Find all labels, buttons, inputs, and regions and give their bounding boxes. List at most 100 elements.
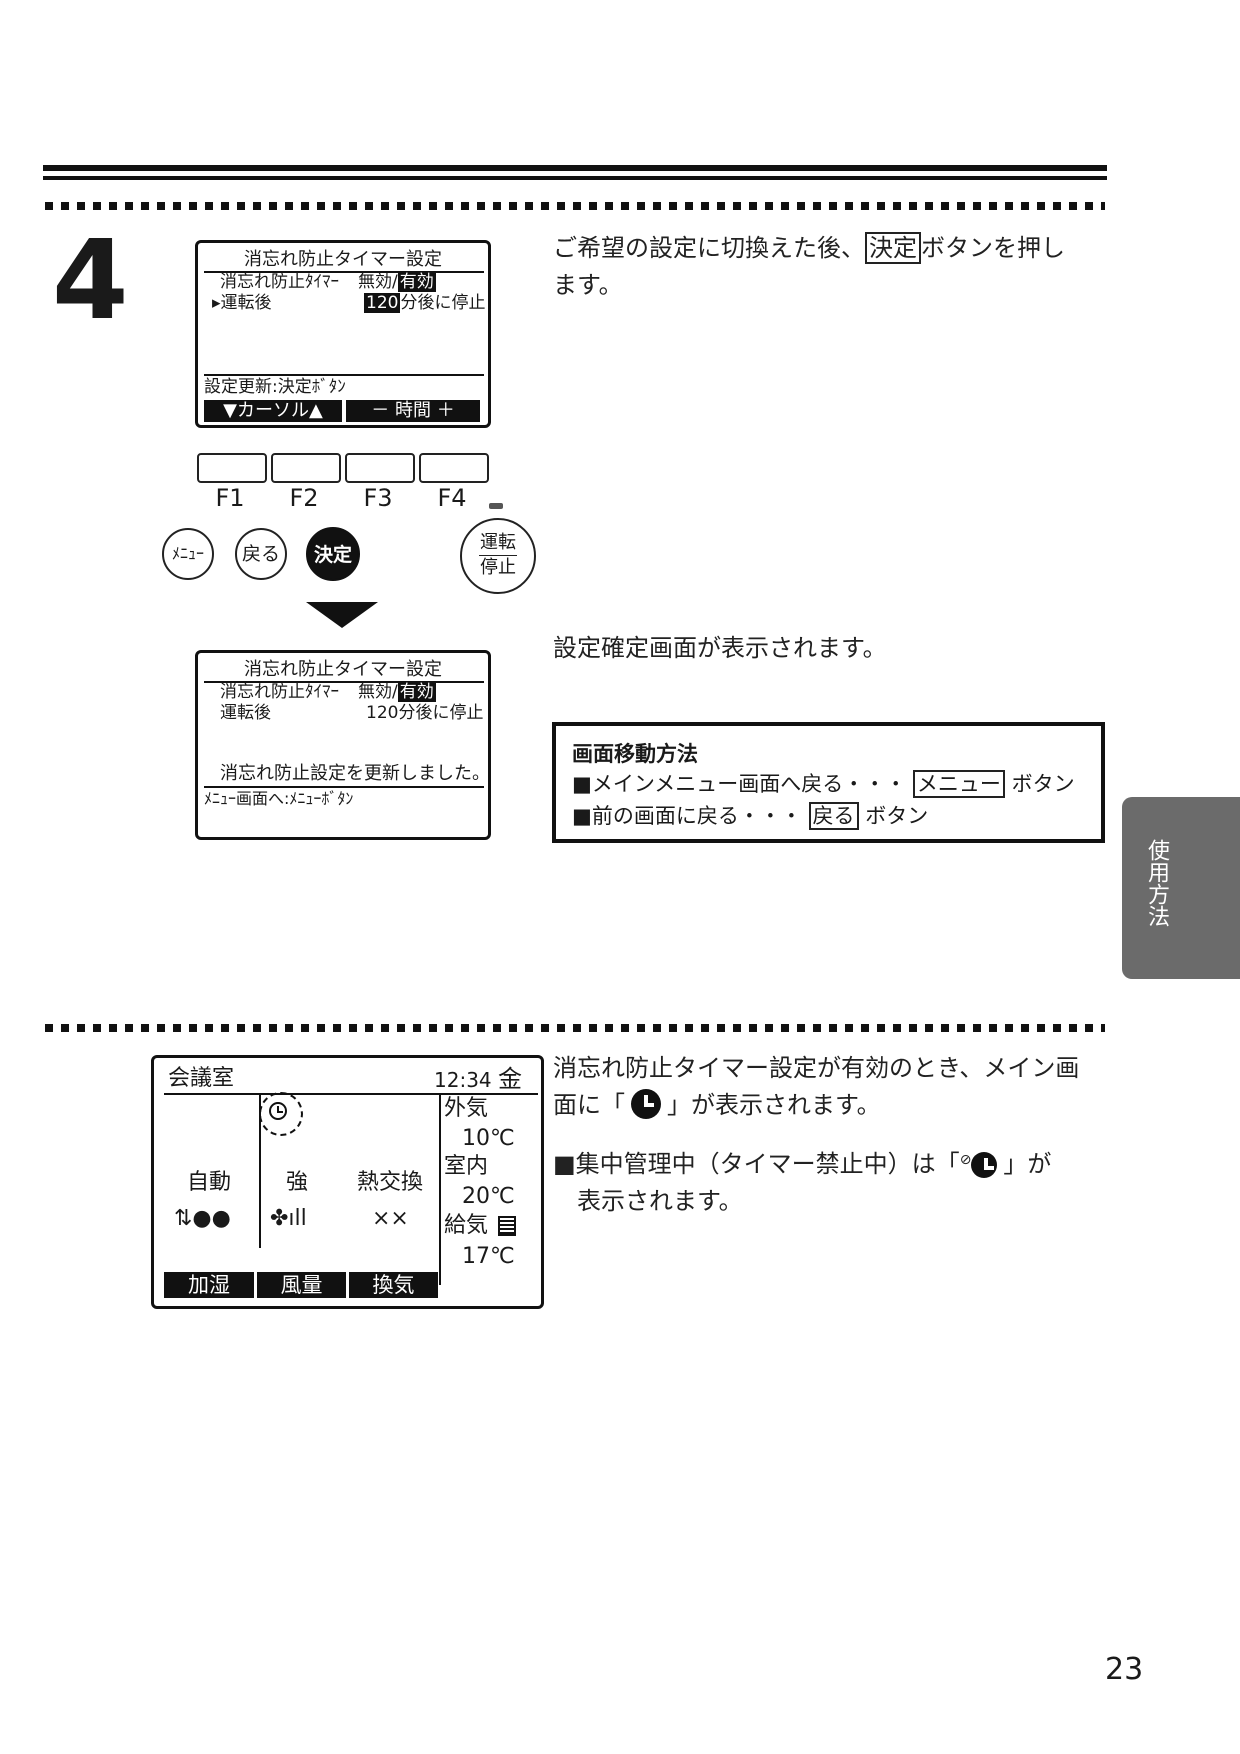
lcd-main-screen: 会議室 12:34 金 外気 10℃ 室内 20℃ 給気 17℃ 自動 強 熱交… [151, 1055, 544, 1309]
header-thin-rule [43, 176, 1107, 180]
inside-temp: 20℃ [462, 1184, 515, 1209]
f3-label: F3 [363, 484, 393, 512]
supply-filter-icon [498, 1216, 516, 1236]
timer-clock-icon [269, 1102, 287, 1120]
note-line3: ■集中管理中（タイマー禁止中）は「⊘ 」が [553, 1142, 1113, 1183]
timer-prohibited-icon: ⊘ [959, 1152, 972, 1168]
timer-option-on-selected: 有効 [397, 272, 436, 292]
lcd2-footer-rule [204, 786, 484, 788]
lcd-screen-confirm: 消忘れ防止タイマー設定 消忘れ防止ﾀｲﾏｰ 無効/有効 運転後 120分後に停止… [195, 650, 491, 840]
lcd2-after-run-label: 運転後 [220, 703, 271, 723]
navigation-line-menu: ■メインメニュー画面へ戻る・・・ メニュー ボタン [572, 768, 1101, 800]
softkey-time: － 時間 ＋ [346, 400, 480, 422]
lcd2-after-run-value: 120分後に停止 [366, 703, 484, 723]
lcd2-message: 消忘れ防止設定を更新しました。 [220, 763, 490, 784]
step-number: 4 [52, 216, 129, 344]
step4-text-b: ボタンを押し [921, 234, 1065, 262]
stop-label: 停止 [480, 557, 516, 578]
f1-key[interactable] [197, 453, 267, 483]
navigation-line-back: ■前の画面に戻る・・・ 戻る ボタン [572, 800, 1101, 832]
navigation-box: 画面移動方法 ■メインメニュー画面へ戻る・・・ メニュー ボタン ■前の画面に戻… [552, 722, 1105, 843]
mode-strong-label: 強 [286, 1170, 309, 1195]
header-thick-rule [43, 165, 1107, 171]
dotted-divider-top [45, 202, 1105, 210]
section-side-tab[interactable]: 使用方法 [1122, 797, 1240, 979]
lcd-title-rule [204, 271, 484, 273]
side-tab-label: 使用方法 [1144, 839, 1169, 927]
timer-clock-icon-small [971, 1152, 998, 1178]
lcd2-timer-option-on: 有効 [397, 682, 436, 702]
after-run-label: ▸運転後 [212, 293, 272, 313]
flow-down-arrow [306, 602, 378, 628]
page-number: 23 [1105, 1652, 1144, 1687]
nav-line2-suffix: ボタン [865, 804, 929, 828]
step4-instruction: ご希望の設定に切換えた後、決定ボタンを押し ます。 [553, 230, 1093, 304]
lcd2-footer-hint: ﾒﾆｭｰ画面へ:ﾒﾆｭｰﾎﾞﾀﾝ [204, 789, 354, 808]
run-divider [479, 555, 517, 556]
timer-icon-note: 消忘れ防止タイマー設定が有効のとき、メイン画 面に「」が表示されます。 ■集中管… [553, 1050, 1113, 1220]
timer-indicator-highlight [259, 1092, 303, 1136]
lcd-title: 消忘れ防止タイマー設定 [244, 249, 442, 270]
navigation-title: 画面移動方法 [572, 742, 698, 766]
f3-key[interactable] [345, 453, 415, 483]
lcd-footer-hint: 設定更新:決定ﾎﾞﾀﾝ [204, 377, 346, 397]
inside-label: 室内 [444, 1154, 489, 1179]
note-line4: 表示されます。 [577, 1187, 743, 1215]
softkey-ventilation: 換気 [349, 1272, 438, 1298]
softkey-airflow: 風量 [257, 1272, 346, 1298]
f4-key[interactable] [419, 453, 489, 483]
back-button-ref: 戻る [808, 802, 859, 830]
main-left-divider [259, 1095, 261, 1248]
dotted-divider-bottom [45, 1024, 1105, 1032]
back-button[interactable]: 戻る [235, 528, 287, 580]
main-right-divider [439, 1095, 441, 1285]
note-line2-a: 面に「 [553, 1091, 625, 1119]
enter-button[interactable]: 決定 [306, 527, 360, 581]
f1-label: F1 [215, 484, 245, 512]
fan-icon: ✤ıll [270, 1206, 307, 1231]
clock-day: 金 [498, 1065, 522, 1093]
softkey-humidify: 加湿 [164, 1272, 254, 1298]
menu-button-ref: メニュー [912, 770, 1005, 798]
step4-text-a: ご希望の設定に切換えた後、 [553, 234, 865, 262]
humidify-icon: ⇅●● [174, 1206, 231, 1231]
lcd2-timer-label: 消忘れ防止ﾀｲﾏｰ [220, 682, 339, 702]
note-line3-b: 」が [1003, 1150, 1052, 1178]
step4-text-c: ます。 [553, 271, 623, 299]
f2-key[interactable] [271, 453, 341, 483]
enter-button-ref: 決定 [865, 232, 921, 264]
note-line3-a: ■集中管理中（タイマー禁止中）は「 [553, 1150, 960, 1178]
outside-temp: 10℃ [462, 1126, 515, 1151]
nav-line2-text: ■前の画面に戻る・・・ [572, 804, 802, 828]
lcd2-title: 消忘れ防止タイマー設定 [244, 659, 442, 680]
mode-auto-label: 自動 [187, 1170, 232, 1195]
nav-line1-text: ■メインメニュー画面へ戻る・・・ [572, 772, 907, 796]
confirm-screen-text: 設定確定画面が表示されます。 [553, 634, 887, 662]
supply-temp: 17℃ [462, 1244, 515, 1269]
note-line2-b: 」が表示されます。 [667, 1091, 881, 1119]
run-indicator-led [489, 503, 503, 509]
run-stop-button[interactable]: 運転 停止 [460, 518, 536, 594]
timer-label: 消忘れ防止ﾀｲﾏｰ [220, 272, 339, 292]
outside-label: 外気 [444, 1096, 489, 1121]
nav-line1-suffix: ボタン [1011, 772, 1075, 796]
lcd2-title-rule [204, 681, 484, 683]
timer-value: 無効/有効 [358, 272, 436, 292]
timer-clock-icon-large [631, 1089, 661, 1119]
f4-label: F4 [437, 484, 467, 512]
main-header-rule [164, 1093, 538, 1095]
room-name: 会議室 [168, 1066, 235, 1091]
menu-button[interactable]: ﾒﾆｭｰ [162, 528, 214, 580]
supply-label: 給気 [444, 1213, 489, 1238]
timer-option-off: 無効/ [358, 272, 398, 292]
heat-exchange-icon: ⨯⨯ [372, 1206, 409, 1231]
f2-label: F2 [289, 484, 319, 512]
clock-time: 12:34 [434, 1068, 492, 1092]
softkey-cursor: ▼カーソル▲ [204, 400, 342, 422]
note-line2: 面に「 」が表示されます。 [553, 1087, 1113, 1124]
mode-exchange-label: 熱交換 [357, 1170, 424, 1195]
minutes-selected: 120 [364, 293, 401, 313]
lcd-footer-rule [204, 374, 484, 376]
